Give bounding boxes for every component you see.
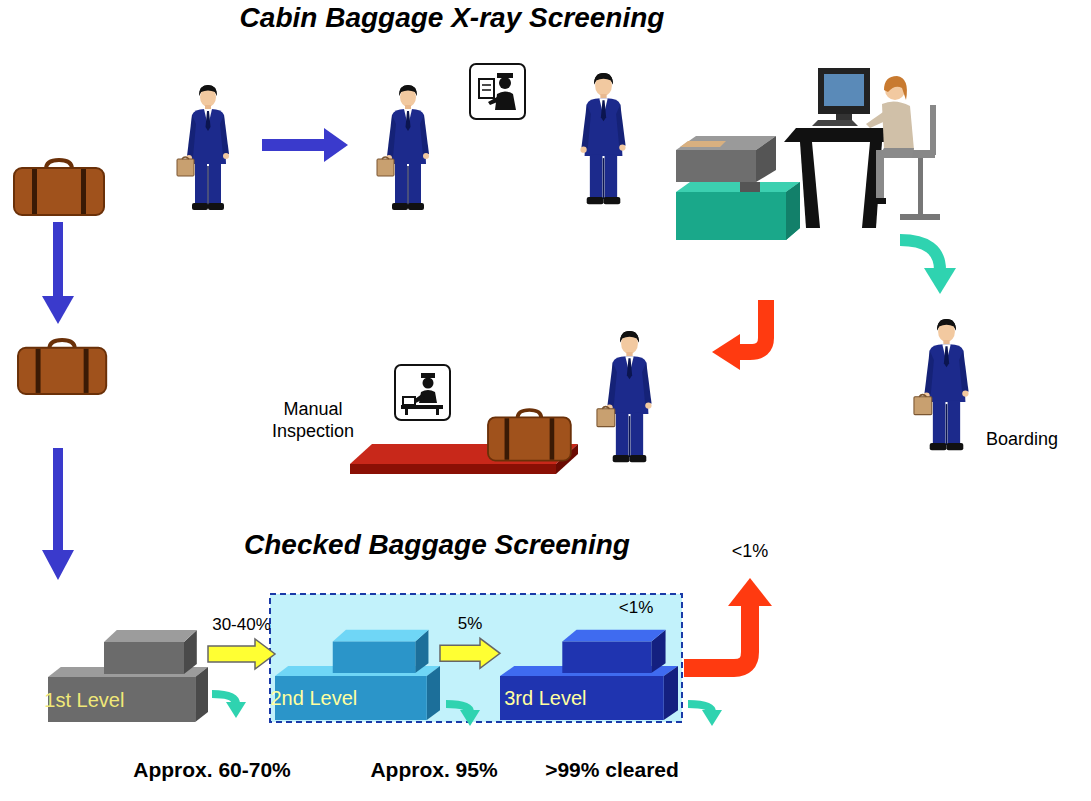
inspection-table	[350, 410, 578, 474]
label-box: >99% cleared	[545, 757, 679, 782]
level-face	[562, 630, 665, 642]
level-name: 1st Level	[44, 688, 124, 712]
level-face	[427, 666, 440, 720]
passenger	[597, 331, 652, 462]
label-box: <1%	[732, 540, 769, 562]
level-name: 3rd Level	[504, 686, 586, 710]
passenger	[377, 85, 429, 210]
alarm-arrow	[712, 300, 766, 370]
passenger	[580, 73, 625, 204]
level-face	[104, 642, 184, 674]
xray-operator	[784, 68, 940, 228]
inspection-icon	[395, 365, 450, 420]
flow-arrow	[440, 638, 500, 668]
officer-icon	[470, 64, 525, 119]
cleared-share: Approx. 95%	[370, 757, 497, 782]
percentage: <1%	[732, 540, 769, 562]
percentage: <1%	[619, 598, 654, 618]
screening-level: 3rd Level	[500, 622, 678, 720]
label-box: <1%	[619, 598, 654, 618]
level-face	[500, 676, 664, 720]
edge-label-box: 30-40%	[212, 615, 271, 635]
level-group	[270, 594, 682, 722]
label-box: Approx. 60-70%	[133, 757, 291, 782]
percentage: 5%	[458, 614, 483, 634]
cleared-share: >99% cleared	[545, 757, 679, 782]
cleared-arrow	[900, 240, 956, 294]
step-label: Manual Inspection	[258, 398, 368, 442]
label-box: Approx. 95%	[370, 757, 497, 782]
step-label: Boarding	[986, 428, 1058, 450]
level-face	[333, 642, 416, 673]
suitcase	[18, 340, 106, 394]
screening-level: 1st Level	[48, 622, 208, 722]
label-box: Boarding	[986, 428, 1058, 450]
title: Cabin Baggage X-ray Screening	[240, 2, 665, 34]
edge-label-box: 5%	[458, 614, 483, 634]
suitcase	[14, 160, 104, 215]
level-face	[333, 630, 429, 642]
cleared-share: Approx. 60-70%	[133, 757, 291, 782]
title-box: Cabin Baggage X-ray Screening	[240, 2, 665, 34]
passenger	[177, 85, 229, 210]
percentage: 30-40%	[212, 615, 271, 635]
alarm-arrow	[684, 578, 772, 668]
label-box: Checked Baggage Screening	[244, 528, 630, 562]
flow-arrow	[208, 639, 275, 669]
section-heading: Checked Baggage Screening	[244, 528, 630, 562]
level-face	[195, 667, 208, 722]
xray-machine	[676, 136, 800, 240]
level-face	[104, 630, 197, 642]
level-face	[664, 666, 678, 720]
label-box: Manual Inspection	[258, 398, 368, 442]
passenger	[914, 319, 969, 450]
screening-level: 2nd Level	[275, 622, 440, 720]
level-name: 2nd Level	[270, 686, 357, 710]
level-face	[562, 642, 651, 673]
